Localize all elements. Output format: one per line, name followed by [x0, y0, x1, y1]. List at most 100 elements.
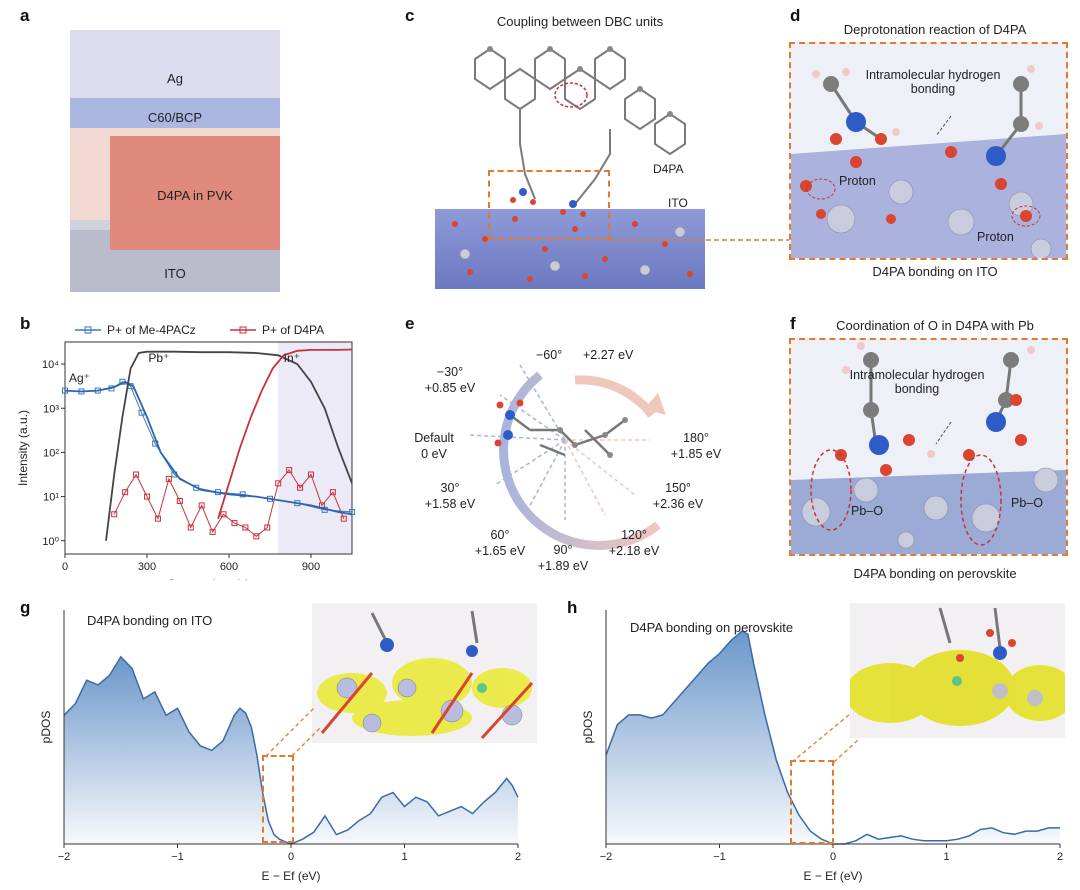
data-point [329, 489, 336, 496]
x-tick-label: 1 [943, 851, 949, 863]
energy-180: +1.85 eV [670, 447, 722, 461]
data-point [239, 491, 246, 498]
panel-h-inset-image [850, 603, 1065, 738]
label-90: 90° +1.89 eV [533, 542, 593, 574]
energy-120: +2.18 eV [608, 544, 660, 558]
panel-h-zoom-lines [791, 713, 859, 763]
panel-d-proton-label-1: Proton [839, 174, 876, 188]
data-point [297, 484, 304, 491]
panel-f-title: Coordination of O in D4PA with Pb [836, 318, 1034, 333]
angle-180: 180° [683, 431, 709, 445]
layer-stack-graphic [70, 30, 280, 292]
legend-marker-0 [84, 326, 92, 334]
x-tick-label: −2 [600, 851, 613, 863]
panel-g-zoom-box [262, 755, 294, 843]
y-tick-label: 10¹ [43, 492, 59, 504]
y-tick-label: 10⁰ [42, 536, 59, 548]
data-point [275, 480, 282, 487]
x-axis-label: E − Ef (eV) [803, 869, 862, 883]
panel-c-highlight-box [488, 170, 610, 240]
panel-h-zoom-box [790, 760, 834, 844]
panel-d-hbond-label: Intramolecular hydrogen bonding [865, 68, 1001, 96]
annot-in: In⁺ [284, 351, 300, 365]
x-tick-label: 0 [62, 561, 68, 573]
label-30: 30° +1.58 eV [420, 480, 480, 512]
layer-ag-label: Ag [167, 70, 183, 86]
y-axis-label: pDOS [581, 711, 595, 744]
data-point [308, 471, 314, 478]
data-point [340, 515, 347, 522]
panel-f-letter: f [790, 314, 796, 333]
layer-ito-label: ITO [164, 265, 186, 281]
data-point [286, 467, 293, 474]
panel-f-pbo-label-2: Pb–O [1011, 496, 1043, 510]
angle-default: Default [414, 431, 454, 445]
panel-d-frame: Intramolecular hydrogen bonding Proton P… [789, 42, 1068, 260]
x-tick-label: −1 [713, 851, 726, 863]
label-180: 180° +1.85 eV [666, 430, 726, 462]
x-tick-label: 1 [401, 851, 407, 863]
data-point [111, 511, 118, 518]
layer-pvk-label: D4PA in PVK [157, 187, 233, 203]
label-minus30: −30° +0.85 eV [420, 364, 480, 396]
y-tick-label: 10² [43, 447, 59, 459]
panel-g-zoom-lines [265, 707, 321, 757]
energy-minus60: +2.27 eV [583, 348, 634, 362]
panel-h-title: D4PA bonding on perovskite [630, 620, 794, 635]
data-point [349, 509, 355, 516]
d4pa-perovskite-structure-image [791, 342, 1066, 554]
plot-frame [64, 341, 353, 555]
energy-90: +1.89 eV [537, 559, 589, 573]
data-point [209, 528, 216, 535]
legend-label-1: P+ of D4PA [262, 323, 324, 337]
annot-pb: Pb⁺ [148, 351, 169, 365]
x-tick-label: 300 [138, 561, 156, 573]
data-point [138, 409, 145, 416]
panel-d-title: Deprotonation reaction of D4PA [843, 22, 1027, 37]
data-point [231, 520, 238, 527]
data-point [122, 489, 129, 496]
data-point [242, 524, 249, 531]
panel-f-caption: D4PA bonding on perovskite [853, 566, 1017, 581]
angle-30: 30° [440, 481, 460, 495]
panel-f-pbo-label-1: Pb–O [851, 504, 883, 518]
panel-c-letter: c [405, 6, 415, 25]
data-point [187, 524, 194, 531]
label-120: 120° +2.18 eV [604, 527, 664, 559]
data-point [144, 493, 150, 500]
legend-label-0: P+ of Me-4PACz [107, 323, 196, 337]
data-point [264, 524, 271, 531]
series-line-4 [217, 348, 353, 519]
panel-c-d4pa-label: D4PA [653, 162, 684, 176]
data-point [253, 533, 260, 540]
y-tick-label: 10⁴ [42, 359, 59, 371]
x-tick-label: −1 [171, 851, 184, 863]
panel-f-frame: Intramolecular hydrogen bonding Pb–O Pb–… [789, 338, 1068, 556]
x-tick-label: 600 [220, 561, 238, 573]
sputter-chart: 030060090010⁰10¹10²10³10⁴Sputter time (s… [16, 323, 355, 580]
panel-g-letter: g [20, 598, 31, 617]
x-tick-label: 2 [1057, 851, 1063, 863]
angle-90: 90° [553, 543, 573, 557]
series-line-3 [105, 350, 353, 541]
y-tick-label: 10³ [43, 403, 59, 415]
angle-minus60: −60° [536, 348, 563, 362]
pdos-line [63, 655, 519, 845]
data-point [198, 502, 205, 509]
energy-30: +1.58 eV [424, 497, 476, 511]
panel-d-letter: d [790, 6, 801, 25]
angle-120: 120° [621, 528, 647, 542]
y-axis-label: pDOS [39, 711, 53, 744]
label-default: Default 0 eV [406, 430, 462, 462]
energy-default: 0 eV [421, 447, 447, 461]
panel-f-hbond-label: Intramolecular hydrogen bonding [849, 368, 985, 396]
data-point [133, 471, 140, 478]
d4pa-ito-structure-image [791, 65, 1066, 258]
annot-ag: Ag⁺ [69, 371, 90, 385]
x-tick-label: 900 [302, 561, 320, 573]
panel-h-letter: h [567, 598, 578, 617]
energy-60: +1.65 eV [474, 544, 526, 558]
angle-minus30: −30° [436, 365, 464, 379]
